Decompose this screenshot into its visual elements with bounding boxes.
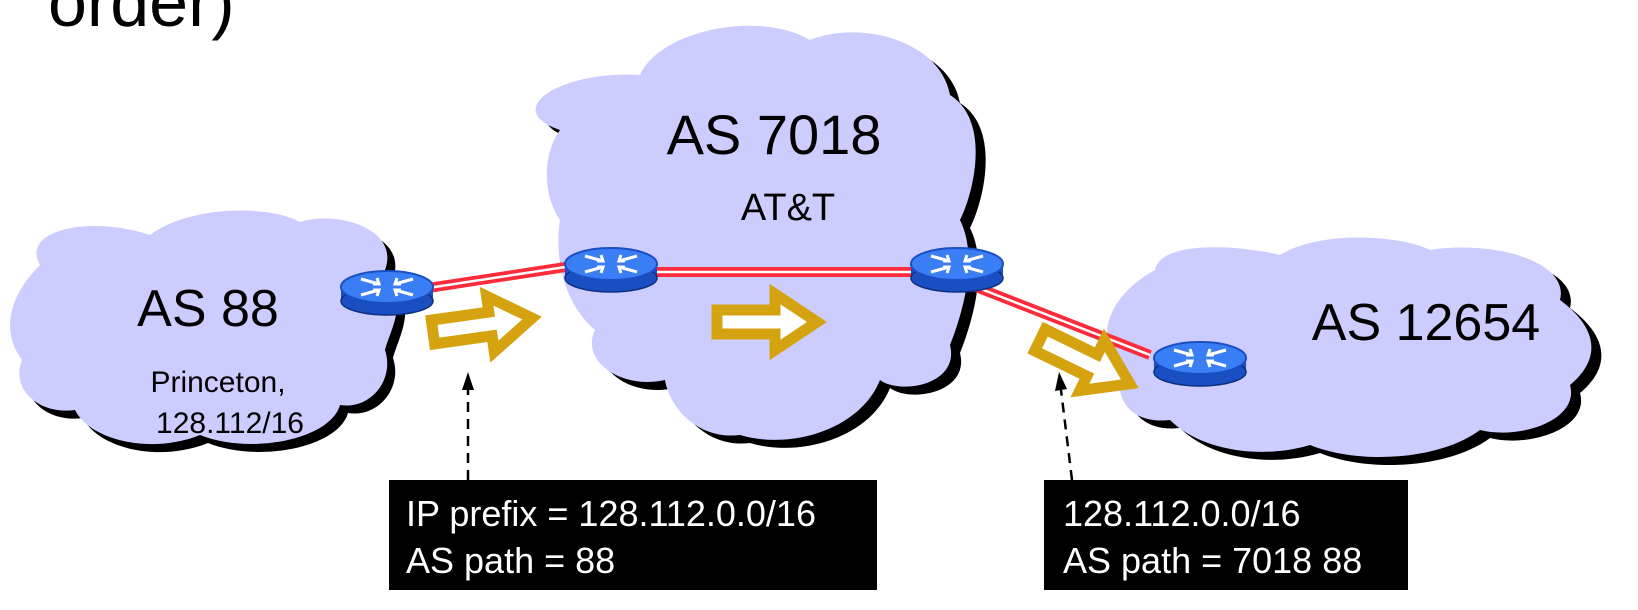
router-icon — [1152, 340, 1248, 388]
cloud-as88 — [10, 210, 406, 453]
announcement-second-prefix: 128.112.0.0/16 — [1063, 493, 1301, 534]
pointer-arrow-icon — [462, 372, 474, 480]
as88-name: AS 88 — [137, 280, 279, 338]
router-icon — [339, 269, 435, 317]
announcement-first-aspath: AS path = 88 — [406, 540, 615, 581]
cloud-as7018 — [535, 25, 986, 448]
pointer-arrow-icon — [1055, 372, 1074, 481]
as7018-name: AS 7018 — [667, 103, 882, 166]
as88-org: Princeton, — [150, 366, 285, 399]
as12654-name: AS 12654 — [1312, 294, 1540, 352]
cloud-as12654 — [1106, 237, 1602, 465]
announcement-box-first: IP prefix = 128.112.0.0/16 AS path = 88 — [389, 480, 877, 590]
as88-prefix: 128.112/16 — [156, 407, 304, 440]
as7018-org: AT&T — [741, 187, 835, 229]
router-icon — [909, 246, 1005, 294]
announcement-second-aspath: AS path = 7018 88 — [1063, 540, 1362, 581]
title-fragment: order) — [48, 0, 235, 41]
announcement-first-prefix: IP prefix = 128.112.0.0/16 — [406, 493, 816, 534]
link-as7018-as12654 — [956, 275, 1152, 360]
announcement-box-second: 128.112.0.0/16 AS path = 7018 88 — [1044, 480, 1408, 590]
router-icon — [563, 246, 659, 294]
announcement-arrow-icon — [429, 290, 536, 359]
link-as88-as7018 — [414, 259, 586, 295]
